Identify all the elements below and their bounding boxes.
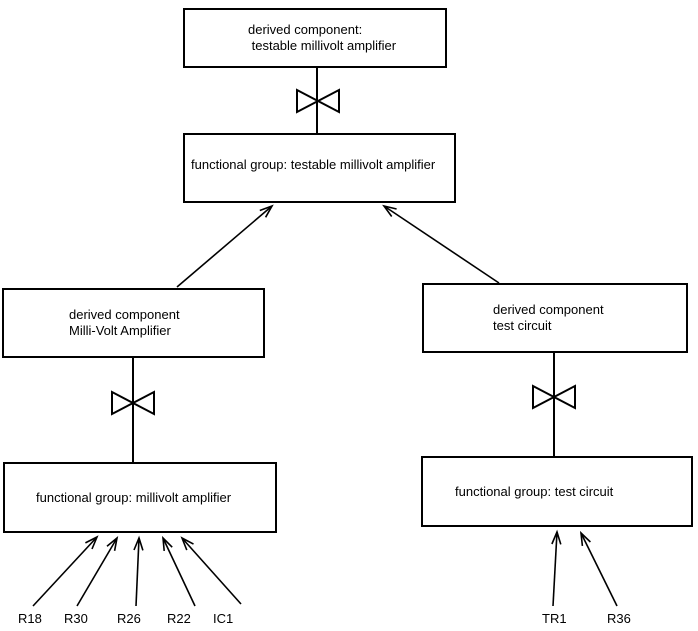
bowtie-icon [111,390,155,416]
node-text-line1: derived component: [248,22,363,37]
node-text-line2: test circuit [493,318,552,333]
arrow-r22 [161,535,196,607]
node-text: functional group: millivolt amplifier [36,489,232,505]
arrowhead-icon [382,204,397,217]
arrow-r26 [133,535,144,607]
node-functional-group-testable-millivolt-amplifier: functional group: testable millivolt amp… [183,133,456,203]
component-label-r22: R22 [167,611,191,626]
arrow-r30 [76,535,119,607]
arrow-r36 [579,530,618,607]
node-text-line2: testable millivolt amplifier [248,38,397,53]
arrow-ic1 [180,536,242,605]
component-label-r26: R26 [117,611,141,626]
arrowhead-icon [85,535,99,550]
node-derived-testable-millivolt-amplifier: derived component: testable millivolt am… [183,8,447,68]
arrowhead-icon [106,535,119,551]
arrowhead-icon [579,530,591,546]
arrowhead-icon [551,529,562,545]
node-derived-milli-volt-amplifier: derived component Milli-Volt Amplifier [2,288,265,358]
node-text: functional group: testable millivolt amp… [191,156,436,172]
component-label-r36: R36 [607,611,631,626]
arrow-r18 [32,535,99,607]
node-functional-group-millivolt-amplifier: functional group: millivolt amplifier [3,462,277,533]
arrowhead-icon [259,204,274,218]
bowtie-icon [296,88,340,114]
node-text-line2: Milli-Volt Amplifier [69,323,171,338]
node-text: functional group: test circuit [455,483,614,499]
component-label-ic1: IC1 [213,611,234,626]
component-label-tr1: TR1 [542,611,567,626]
arrow-left-derived-to-central [176,204,274,288]
arrowhead-icon [161,535,173,551]
decomposition-connector-left [111,358,155,462]
arrow-tr1 [551,529,562,607]
node-text-line1: derived component [493,302,604,317]
arrowhead-icon [133,535,144,551]
decomposition-connector-top [296,68,340,133]
decomposition-connector-right [532,353,576,456]
bowtie-icon [532,384,576,410]
arrow-right-derived-to-central [382,204,500,284]
component-label-r30: R30 [64,611,88,626]
arrowhead-icon [180,536,194,551]
node-functional-group-test-circuit: functional group: test circuit [421,456,693,527]
component-label-r18: R18 [18,611,42,626]
node-text-line1: derived component [69,307,180,322]
node-derived-test-circuit: derived component test circuit [422,283,688,353]
